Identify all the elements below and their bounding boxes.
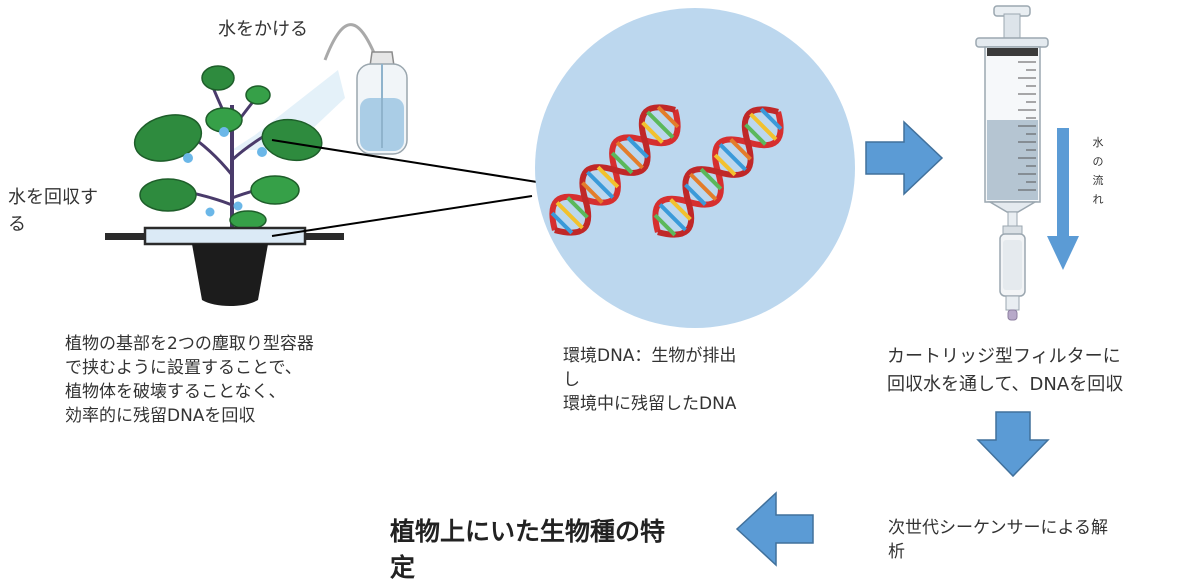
- plant-icon: [133, 65, 323, 232]
- dna-helix-icon: [549, 104, 681, 236]
- arrow-left-icon: [735, 491, 814, 567]
- sequencing-caption: 次世代シーケンサーによる解 析: [888, 518, 1108, 562]
- plant-setup-caption: 植物の基部を2つの塵取り型容器 で挟むように設置することで、 植物体を破壊するこ…: [65, 334, 314, 426]
- wash-bottle-icon: [323, 23, 408, 155]
- edna-caption: 環境DNA：生物が排出 し 環境中に残留したDNA: [563, 346, 737, 414]
- water-spray-label: 水をかける: [218, 19, 308, 40]
- arrow-right-icon: [865, 120, 944, 196]
- result-title: 植物上にいた生物種の特 定: [390, 517, 666, 582]
- connector-line-upper: [271, 139, 538, 183]
- water-collect-label: 水を回収す る: [8, 187, 98, 235]
- dna-helix-icon: [652, 106, 784, 238]
- water-flow-arrow-icon: [1047, 128, 1079, 270]
- filter-caption: カートリッジ型フィルターに 回収水を通して、DNAを回収: [887, 346, 1124, 395]
- water-spray-cone: [232, 70, 345, 150]
- plant-pot-icon: [192, 244, 268, 306]
- water-flow-label: 水 の 流 れ: [1092, 136, 1104, 206]
- syringe-filter-icon: [975, 5, 1049, 321]
- connector-line-lower: [271, 195, 533, 237]
- arrow-down-icon: [976, 411, 1050, 478]
